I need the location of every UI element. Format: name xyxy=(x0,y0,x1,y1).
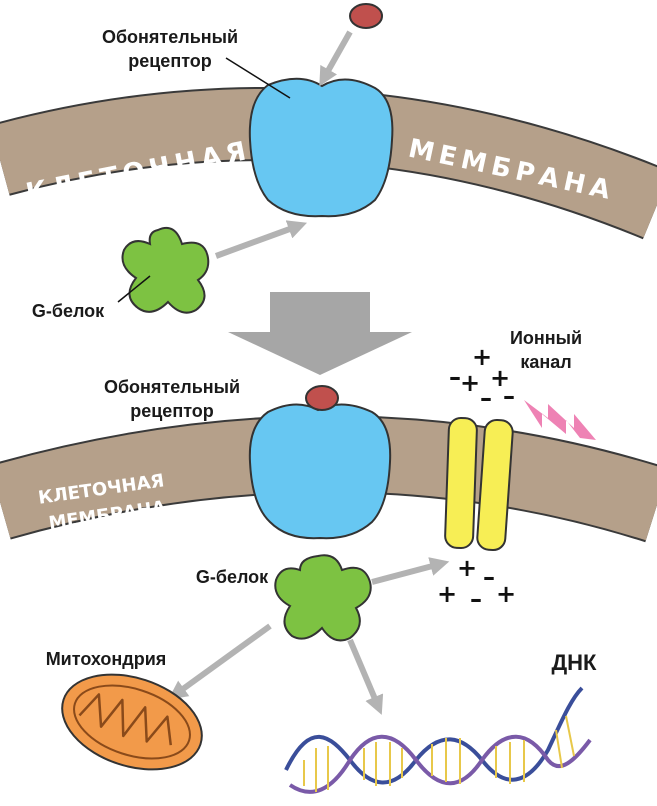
top-gprotein-pointer xyxy=(117,275,151,303)
lightning-bolt-icon xyxy=(524,400,596,440)
charge-below-2: – xyxy=(483,563,495,591)
charge-above-3: + xyxy=(460,369,480,397)
bound-odorant-molecule xyxy=(305,385,339,411)
charge-below-4: – xyxy=(470,585,482,613)
top-g-protein xyxy=(121,226,210,314)
bottom-gprotein-label: G-белок xyxy=(196,567,269,587)
charge-below-1: + xyxy=(457,554,477,582)
ion-channel-label-line1: Ионный xyxy=(510,328,582,348)
gprotein-to-dna-arrow xyxy=(347,638,384,715)
bottom-receptor-label-line2: рецептор xyxy=(130,401,214,421)
charge-below-3: + xyxy=(437,580,457,608)
mitochondrion xyxy=(61,673,203,771)
dna-label: ДНК xyxy=(552,650,598,675)
mitochondria-label: Митохондрия xyxy=(46,649,167,669)
dna-double-helix xyxy=(284,686,592,794)
bottom-receptor-label-line1: Обонятельный xyxy=(104,377,240,397)
charge-above-5: – xyxy=(480,384,492,412)
top-olfactory-receptor xyxy=(248,77,394,218)
ion-channel-left-subunit xyxy=(444,416,478,550)
odorant-binding-arrow xyxy=(319,30,353,87)
ion-channel-label-line2: канал xyxy=(520,352,571,372)
top-odorant-molecule xyxy=(349,3,383,29)
charge-above-1: – xyxy=(449,363,461,391)
charge-above-2: + xyxy=(472,343,492,371)
charge-above-6: – xyxy=(503,382,515,410)
bottom-panel: КЛЕТОЧНАЯ МЕМБРАНА Обонятельный рецептор… xyxy=(0,328,657,794)
top-gprotein-label: G-белок xyxy=(32,301,105,321)
charge-above-4: + xyxy=(490,364,510,392)
charge-below-5: + xyxy=(496,580,516,608)
top-receptor-pointer xyxy=(225,57,291,99)
gprotein-to-mitochondria-arrow xyxy=(168,623,272,700)
gprotein-to-channel-arrow xyxy=(371,557,450,585)
bottom-olfactory-receptor xyxy=(248,403,392,540)
transition-arrow xyxy=(228,292,412,375)
top-receptor-label-line1: Обонятельный xyxy=(102,27,238,47)
top-panel: КЛЕТОЧНАЯ МЕМБРАНА Обонятельный рецептор… xyxy=(0,3,657,321)
ion-channel-right-subunit xyxy=(476,418,514,552)
gprotein-to-receptor-arrow xyxy=(214,220,308,259)
bottom-g-protein xyxy=(274,554,372,642)
top-receptor-label-line2: рецептор xyxy=(128,51,212,71)
